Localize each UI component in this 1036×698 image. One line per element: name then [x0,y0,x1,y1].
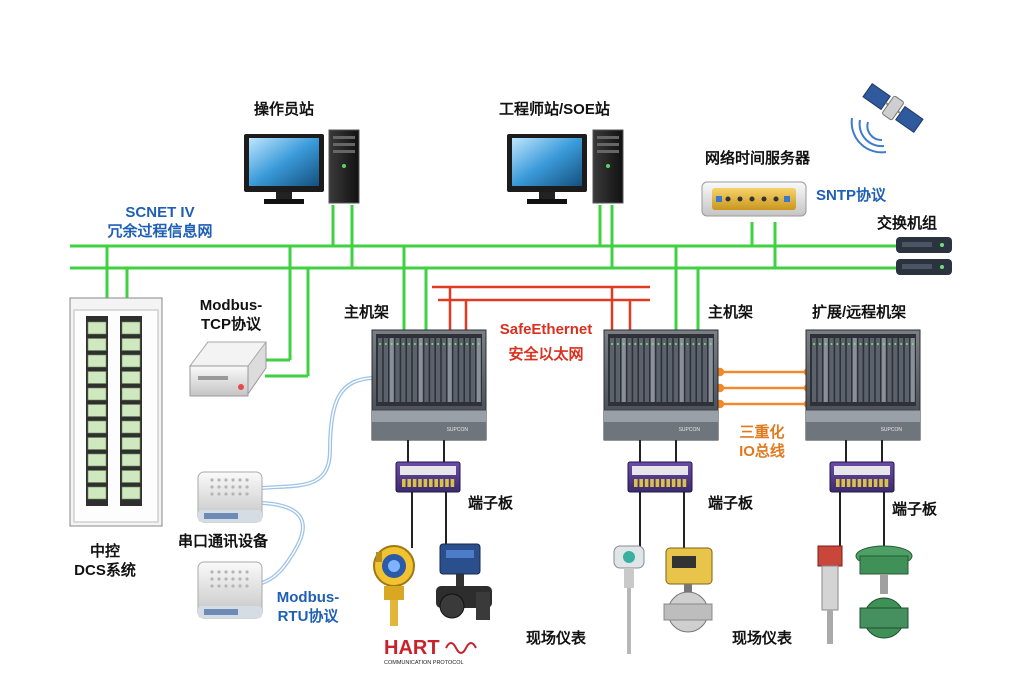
svg-text:SUPCON: SUPCON [447,427,469,433]
terminal-board-3 [829,461,895,493]
level-transmitter-instrument [817,545,843,644]
triple-io-bus-label: 三重化 IO总线 [726,423,798,461]
rack-terminal-cables [407,440,885,550]
expansion-rack-label: 扩展/远程机架 [812,304,907,321]
engineer-station-label: 工程师站/SOE站 [499,101,610,118]
terminal-board-1 [395,461,461,493]
hart-protocol-logo: HART COMMUNICATION PROTOCOL [384,637,477,666]
modbus-rtu-label: Modbus- RTU协议 [268,588,348,626]
main-rack-1: SUPCON [371,329,487,441]
temperature-transmitter-instrument [613,545,645,654]
dcs-system-label: 中控 DCS系统 [60,542,150,580]
triple-io-bus-lines [715,367,813,409]
terminal-board-1-label: 端子板 [468,495,514,512]
scnet-label-line1: SCNET IV [125,204,195,221]
svg-text:SUPCON: SUPCON [881,427,903,433]
terminal-board-2 [627,461,693,493]
modbus-rtu-line2: RTU协议 [277,608,339,625]
pressure-transmitter-instrument [373,545,415,626]
modbus-tcp-server [189,341,267,397]
switch-group-label: 交换机组 [877,215,938,232]
safe-ethernet-lines [432,285,650,332]
serial-device-label: 串口通讯设备 [178,533,269,550]
safe-ethernet-label: SafeEthernet 安全以太网 [484,320,608,364]
triple-io-line2: IO总线 [739,443,785,460]
serial-communication-device-2 [197,561,263,619]
engineer-station-computer [507,129,624,204]
time-server-label: 网络时间服务器 [705,150,811,167]
terminal-board-3-label: 端子板 [892,501,938,518]
scnet-label-line2: 冗余过程信息网 [107,223,213,240]
operator-station-computer [244,129,360,204]
dcs-line1: 中控 [89,543,120,560]
safe-ethernet-line1: SafeEthernet [499,321,593,338]
field-instrument-1-label: 现场仪表 [526,630,587,647]
satellite-icon [850,82,924,154]
green-control-valve-instrument [855,545,913,639]
svg-text:COMMUNICATION PROTOCOL: COMMUNICATION PROTOCOL [384,660,464,666]
svg-text:HART: HART [384,637,440,659]
scnet-label: SCNET IV 冗余过程信息网 [100,203,220,241]
main-rack-1-label: 主机架 [344,304,390,321]
scnet-network-lines [70,205,950,378]
ball-valve-actuator-instrument [436,543,492,620]
svg-text:SUPCON: SUPCON [679,427,701,433]
field-instrument-2-label: 现场仪表 [732,630,793,647]
main-rack-2: SUPCON [603,329,719,441]
dcs-cabinet [69,297,163,527]
triple-io-line1: 三重化 [739,424,785,441]
modbus-tcp-line1: Modbus- [199,297,263,314]
modbus-tcp-line2: TCP协议 [200,316,261,333]
main-rack-2-label: 主机架 [708,304,754,321]
switch-group [896,237,952,275]
safe-ethernet-line2: 安全以太网 [508,346,584,363]
expansion-rack: SUPCON [805,329,921,441]
control-valve-instrument [663,547,713,633]
network-time-server [701,181,807,217]
dcs-line2: DCS系统 [74,562,136,579]
modbus-tcp-label: Modbus- TCP协议 [186,296,276,334]
terminal-board-2-label: 端子板 [708,495,754,512]
sntp-label: SNTP协议 [816,187,887,204]
modbus-rtu-line1: Modbus- [276,589,340,606]
serial-communication-device-1 [197,471,263,523]
operator-station-label: 操作员站 [254,101,315,118]
